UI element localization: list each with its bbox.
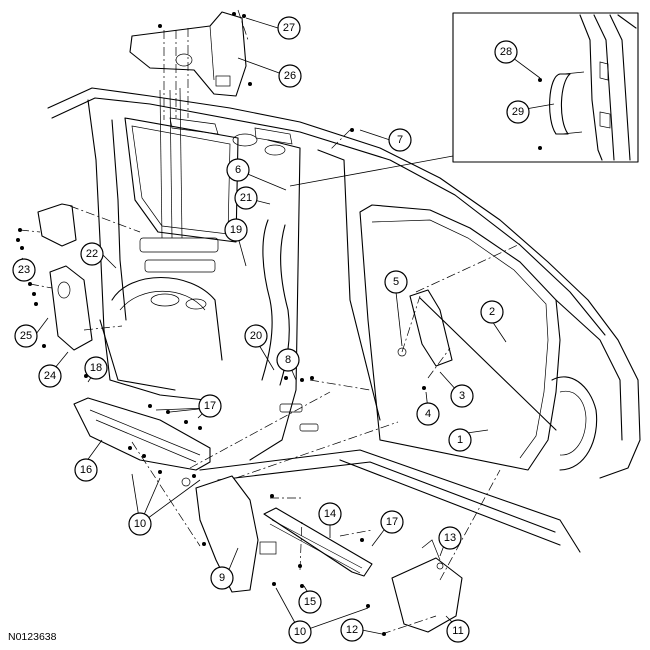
callout-label: 17 [204,400,216,412]
callout-3: 3 [450,384,474,408]
callout-21: 21 [234,186,258,210]
front-scuff-plate [263,507,373,577]
callout-17-upper: 17 [198,394,222,418]
callout-label: 28 [500,46,512,58]
callout-7: 7 [388,128,412,152]
callout-label: 7 [397,134,403,146]
callout-2: 2 [480,300,504,324]
cowl-side-trim [391,539,463,633]
quarter-trim-pieces [37,203,93,351]
callout-6: 6 [226,158,250,182]
callout-label: 20 [250,330,262,342]
callout-label: 21 [240,192,252,204]
callout-label: 5 [393,276,399,288]
callout-label: 13 [444,532,456,544]
callout-label: 3 [459,390,465,402]
body-side-panel [47,87,641,553]
callout-5: 5 [384,270,408,294]
callout-29: 29 [506,100,530,124]
callout-26: 26 [278,64,302,88]
callout-14: 14 [318,502,342,526]
callout-label: 1 [457,434,463,446]
callout-12: 12 [340,618,364,642]
callout-25: 25 [14,324,38,348]
callout-18: 18 [84,356,108,380]
callout-1: 1 [448,428,472,452]
callout-15: 15 [298,590,322,614]
callout-label: 22 [86,248,98,260]
callout-label: 16 [80,464,92,476]
callout-label: 2 [489,306,495,318]
callout-10-left: 10 [128,512,152,536]
callout-label: 19 [230,224,242,236]
callout-22: 22 [80,242,104,266]
callout-label: 17 [386,516,398,528]
lower-b-pillar-trim [195,475,277,593]
callout-label: 14 [324,508,336,520]
callout-label: 10 [294,626,306,638]
callout-label: 26 [284,70,296,82]
callout-label: 6 [235,164,241,176]
assembly-lines [19,9,521,635]
callout-10-bottom: 10 [288,620,312,644]
callout-label: 23 [18,264,30,276]
door-weatherstrip [397,289,557,431]
callout-label: 29 [512,106,524,118]
callout-9: 9 [210,566,234,590]
detail-inset [452,12,639,163]
rear-scuff-plate [73,397,211,487]
callout-label: 24 [44,370,56,382]
callout-8: 8 [276,348,300,372]
callout-label: 27 [283,22,295,34]
callout-label: 15 [304,596,316,608]
callout-13: 13 [438,526,462,550]
callout-17-lower: 17 [380,510,404,534]
callout-16: 16 [74,458,98,482]
callout-4: 4 [416,402,440,426]
figure-id: N0123638 [8,631,57,643]
fasteners [16,12,542,636]
callout-19: 19 [224,218,248,242]
callout-28: 28 [494,40,518,64]
callout-label: 8 [285,354,291,366]
callout-label: 18 [90,362,102,374]
callout-20: 20 [244,324,268,348]
callout-23: 23 [12,258,36,282]
callout-label: 9 [219,572,225,584]
callout-24: 24 [38,364,62,388]
callout-label: 25 [20,330,32,342]
callout-label: 4 [425,408,431,420]
callout-11: 11 [446,619,470,643]
callout-27: 27 [277,16,301,40]
callout-label: 11 [452,625,463,637]
callout-label: 12 [346,624,358,636]
callout-label: 10 [134,518,146,530]
